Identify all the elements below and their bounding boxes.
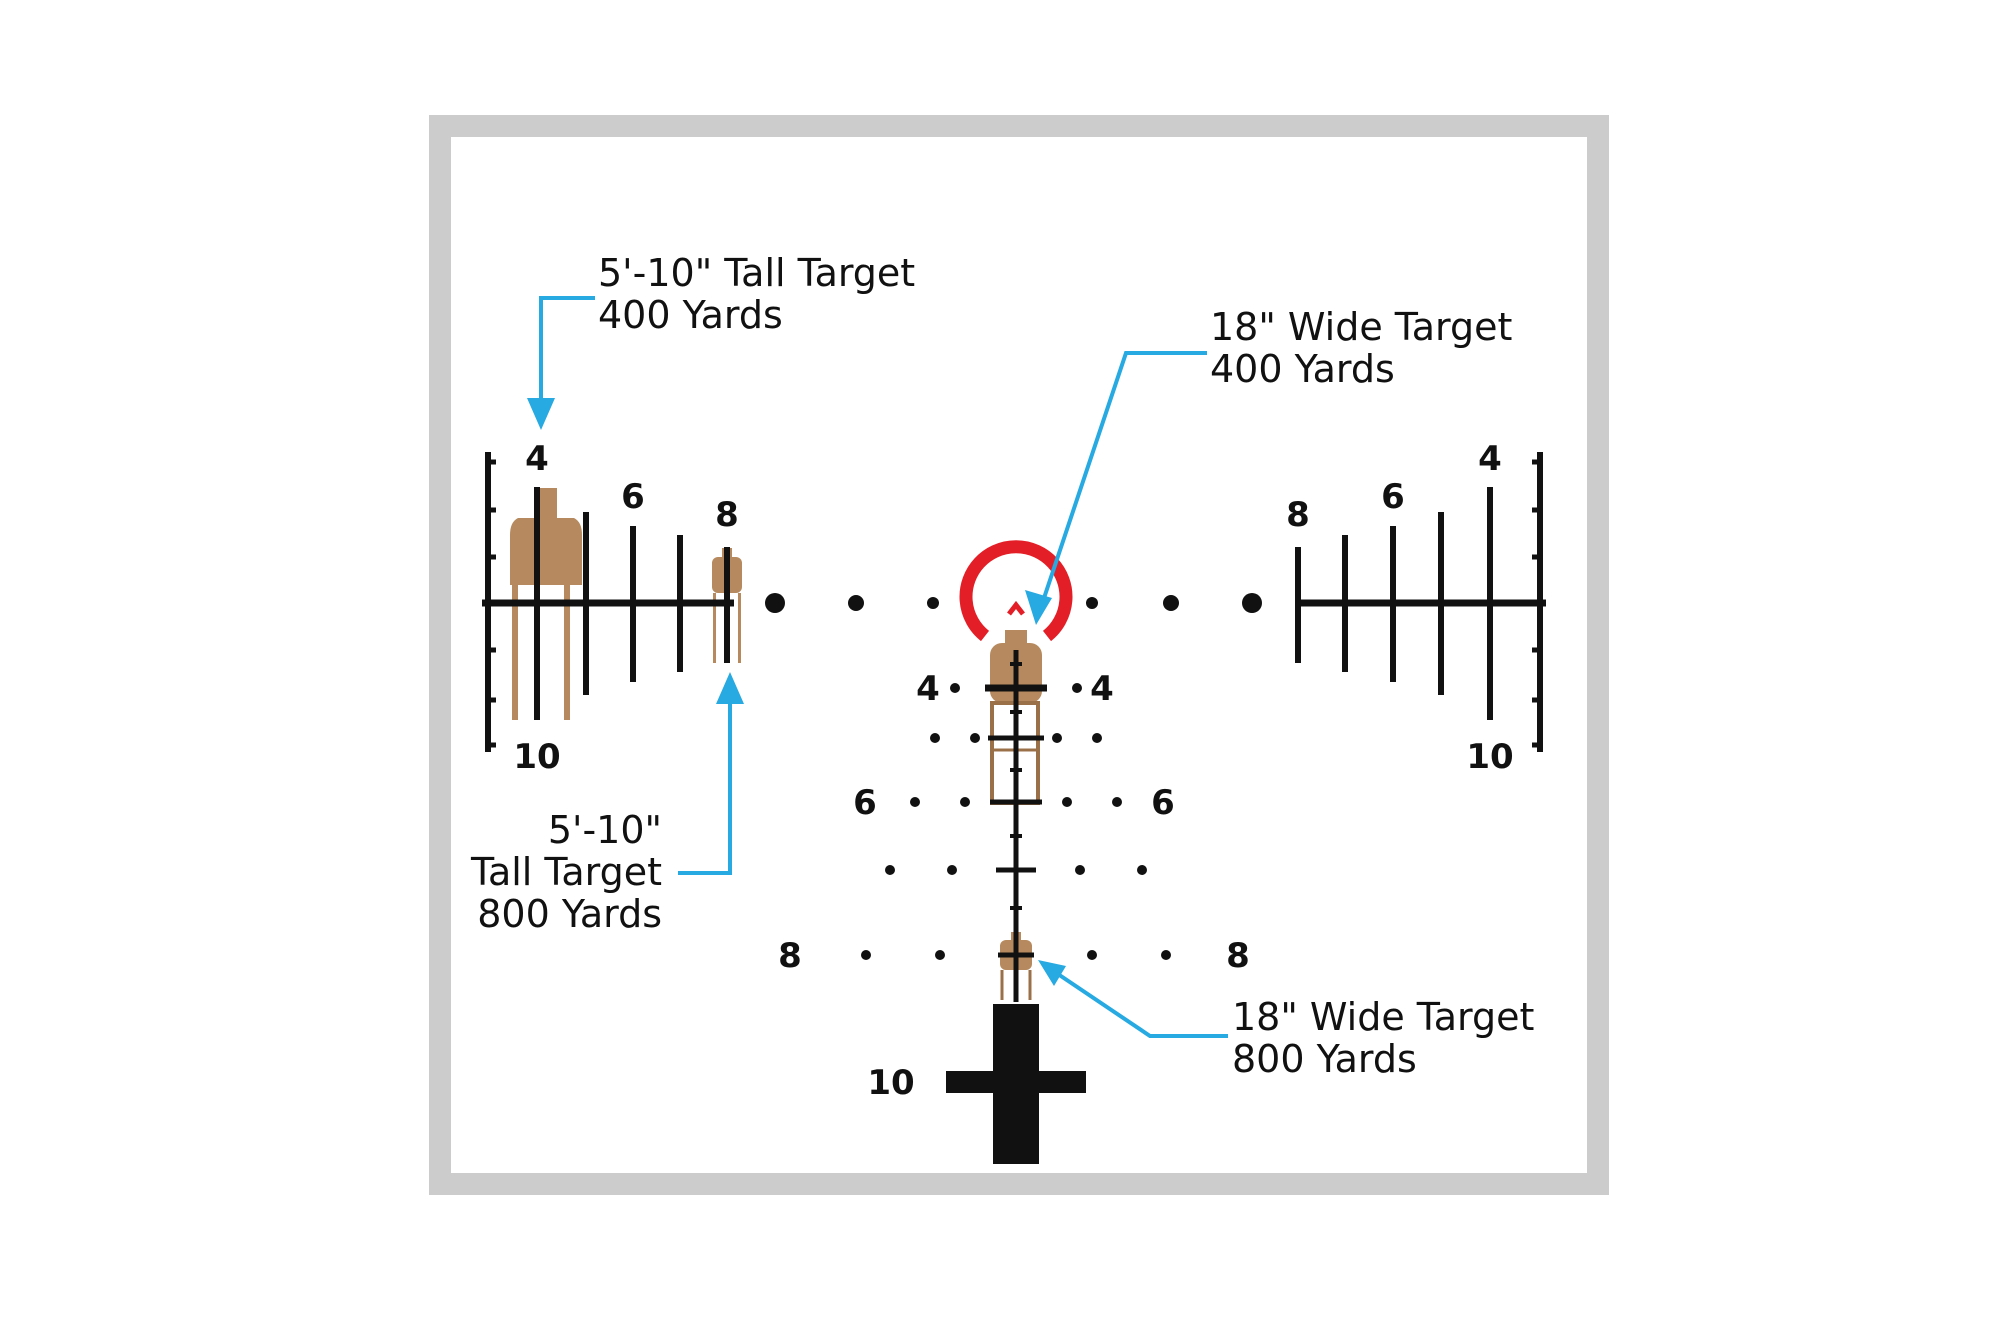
callout-tall-400-line1: 5'-10" Tall Target [598, 251, 915, 295]
callout-wide-target-800-yards: 18" Wide Target 800 Yards [1038, 960, 1534, 1081]
callout-wide-400-line1: 18" Wide Target [1210, 305, 1512, 349]
left-scale-label-10: 10 [513, 737, 560, 777]
center-label-10: 10 [867, 1063, 914, 1103]
tall-target-400-yards [510, 488, 582, 720]
callout-tall-800-line1: 5'-10" [548, 808, 662, 852]
center-label-4-right: 4 [1090, 669, 1114, 709]
center-label-6-left: 6 [853, 783, 877, 823]
center-label-8-right: 8 [1226, 936, 1250, 976]
callout-tall-800-line3: 800 Yards [477, 892, 662, 936]
callout-tall-800-line2: Tall Target [470, 850, 662, 894]
bottom-crossbar [946, 1071, 1086, 1093]
callout-wide-800-line2: 800 Yards [1232, 1037, 1417, 1081]
right-ranging-scale: 4 6 8 10 [1286, 439, 1546, 777]
left-ranging-scale: 4 6 8 10 [482, 439, 742, 777]
horseshoe-ring-icon [959, 540, 1073, 642]
right-scale-label-6: 6 [1381, 477, 1405, 517]
callout-wide-400-line2: 400 Yards [1210, 347, 1395, 391]
callout-wide-800-line1: 18" Wide Target [1232, 995, 1534, 1039]
callout-wide-target-400-yards: 18" Wide Target 400 Yards [1025, 305, 1512, 625]
left-scale-label-4: 4 [525, 439, 549, 479]
center-label-4-left: 4 [916, 669, 940, 709]
callout-tall-target-400-yards: 5'-10" Tall Target 400 Yards [527, 251, 915, 430]
right-scale-label-4: 4 [1478, 439, 1502, 479]
right-scale-label-10: 10 [1466, 737, 1513, 777]
callout-tall-400-line2: 400 Yards [598, 293, 783, 337]
callout-tall-target-800-yards: 5'-10" Tall Target 800 Yards [470, 672, 744, 936]
horizontal-holdover-dots [765, 593, 1262, 613]
center-label-8-left: 8 [778, 936, 802, 976]
chevron-up-icon [1007, 600, 1025, 616]
wind-hold-dots [861, 683, 1171, 960]
left-scale-label-8: 8 [715, 495, 739, 535]
center-label-6-right: 6 [1151, 783, 1175, 823]
center-holdover-tree: 4 4 6 6 8 8 10 [778, 540, 1250, 1164]
right-scale-label-8: 8 [1286, 495, 1310, 535]
left-scale-label-6: 6 [621, 477, 645, 517]
